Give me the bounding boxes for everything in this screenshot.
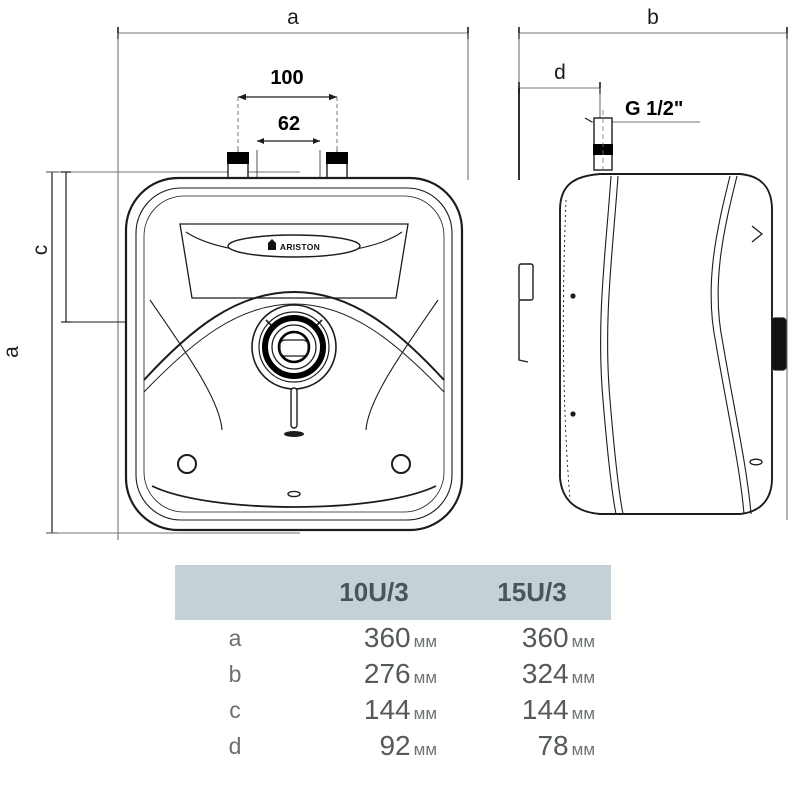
brand-logo-text: ARISTON bbox=[280, 242, 320, 252]
front-bottom-edge bbox=[151, 485, 437, 508]
spec-value-number: 324 bbox=[521, 658, 569, 689]
spec-value-unit: мм bbox=[571, 704, 595, 723]
spec-value-unit: мм bbox=[413, 740, 437, 759]
front-body-shoulder bbox=[149, 299, 439, 431]
spec-row-label: a bbox=[228, 624, 242, 651]
front-view-group: a a c bbox=[0, 6, 469, 540]
mounting-hole-left bbox=[177, 454, 197, 474]
dimension-a-width bbox=[117, 27, 469, 540]
side-body-inner-curves bbox=[600, 175, 752, 515]
side-cable-entry bbox=[771, 317, 787, 371]
spec-value-number: 144 bbox=[363, 694, 411, 725]
spec-value-number: 360 bbox=[521, 622, 569, 653]
mounting-hole-right bbox=[391, 454, 411, 474]
side-screw-upper bbox=[570, 293, 576, 299]
dimension-100-label: 100 bbox=[270, 67, 303, 89]
side-view-group: b d G 1/2" bbox=[518, 6, 788, 520]
spec-value-unit: мм bbox=[571, 740, 595, 759]
dimension-a-height bbox=[46, 171, 58, 534]
dimension-b-label: b bbox=[647, 6, 659, 29]
side-body-outline bbox=[559, 173, 773, 515]
spec-value-unit: мм bbox=[413, 632, 437, 651]
side-wall-bracket bbox=[518, 263, 534, 363]
dimension-c bbox=[61, 171, 71, 323]
spec-row-label: b bbox=[228, 660, 242, 687]
dial-indicator-stem bbox=[284, 387, 304, 437]
spec-value-unit: мм bbox=[571, 668, 595, 687]
front-curve-sweep bbox=[143, 290, 445, 393]
spec-value-number: 92 bbox=[379, 730, 411, 761]
spec-value-number: 78 bbox=[537, 730, 569, 761]
dimension-62-label: 62 bbox=[278, 113, 300, 135]
dimension-c-label: c bbox=[29, 245, 52, 256]
dimension-100 bbox=[237, 93, 338, 150]
side-pipe-stub bbox=[593, 110, 613, 180]
spec-value-unit: мм bbox=[413, 668, 437, 687]
bottom-vent-slot bbox=[287, 490, 301, 498]
spec-table-header-row: 10U/3 15U/3 bbox=[175, 565, 611, 620]
spec-row-label: d bbox=[228, 732, 242, 759]
side-screw-lower bbox=[570, 411, 576, 417]
brand-badge: ARISTON bbox=[227, 234, 361, 258]
spec-header-label-col bbox=[175, 565, 295, 620]
control-dial[interactable] bbox=[251, 304, 337, 390]
side-latch-detail bbox=[749, 225, 764, 466]
dimension-a-height-extensions bbox=[46, 171, 300, 534]
dimension-b bbox=[518, 27, 788, 520]
dimension-d-label: d bbox=[554, 61, 566, 84]
dimension-a-width-label: a bbox=[287, 6, 299, 29]
dimension-d bbox=[518, 82, 601, 180]
spec-table-head: 10U/3 15U/3 bbox=[175, 565, 611, 620]
thread-size-label: G 1/2" bbox=[625, 98, 683, 120]
side-body-rear-fold bbox=[562, 199, 571, 501]
dimension-a-height-label: a bbox=[0, 346, 23, 358]
spec-value-number: 360 bbox=[363, 622, 411, 653]
spec-header-col-2: 15U/3 bbox=[453, 565, 611, 620]
spec-value-unit: мм bbox=[571, 632, 595, 651]
dimension-62 bbox=[257, 138, 320, 144]
spec-row-label: c bbox=[229, 696, 241, 723]
spec-value-number: 276 bbox=[363, 658, 411, 689]
spec-value-number: 144 bbox=[521, 694, 569, 725]
spec-value-unit: мм bbox=[413, 704, 437, 723]
spec-header-col-1: 10U/3 bbox=[295, 565, 453, 620]
